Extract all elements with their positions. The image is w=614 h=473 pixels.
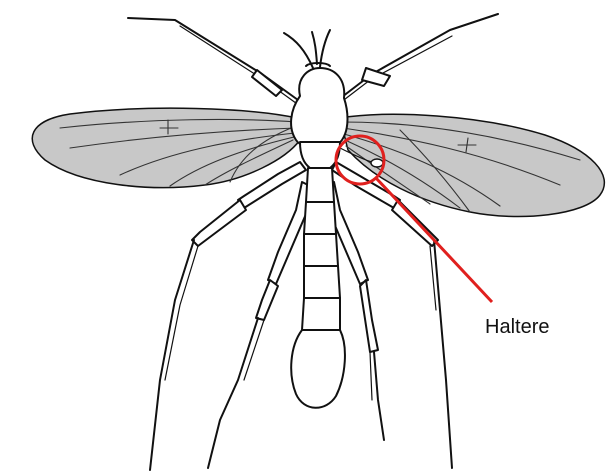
left-wing <box>32 108 300 187</box>
thorax <box>291 63 347 168</box>
callout-label: Haltere <box>485 316 549 338</box>
hind-legs <box>208 182 384 468</box>
